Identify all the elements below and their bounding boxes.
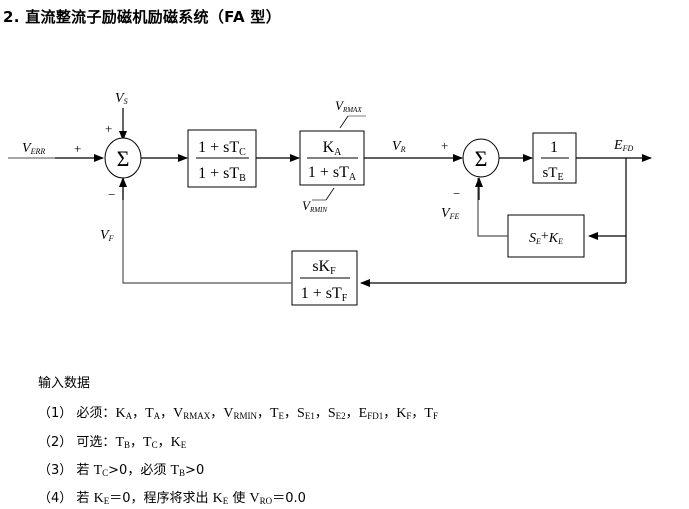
vr-label: VR bbox=[392, 139, 406, 154]
note-item-4: （4） 若 KE＝0，程序将求出 KE 使 VRO＝0.0 bbox=[38, 491, 306, 506]
rate-feedback-numerator: sKF bbox=[312, 258, 336, 277]
saturation-expression: SE+KE bbox=[529, 229, 563, 246]
param-vrmax: VRMAX bbox=[173, 406, 211, 421]
vrmin-limit-line bbox=[325, 187, 335, 201]
optional-params: TB，TC，KE bbox=[115, 435, 186, 450]
param-tc: TC bbox=[143, 435, 158, 450]
separator: ， bbox=[132, 406, 146, 421]
param-se2: SE2 bbox=[327, 406, 346, 421]
separator: ， bbox=[256, 406, 270, 421]
param-se1: SE1 bbox=[297, 406, 315, 421]
verr-label: VERR bbox=[22, 141, 45, 156]
sum1-top-sign: + bbox=[105, 121, 112, 136]
note-item-3: （3） 若 TC>0，必须 TB>0 bbox=[38, 463, 205, 478]
block-diagram: VERR + VS + Σ − 1 + sTC 1 + sTB KA 1 + s… bbox=[8, 91, 652, 306]
separator: ， bbox=[210, 406, 224, 421]
param-ta: TA bbox=[145, 406, 161, 421]
amplifier-denominator: 1 + sTA bbox=[308, 164, 357, 183]
param-te: TE bbox=[269, 406, 285, 421]
separator: ， bbox=[314, 406, 328, 421]
separator: ， bbox=[157, 435, 171, 450]
separator: ， bbox=[345, 406, 359, 421]
separator: ， bbox=[130, 435, 144, 450]
exciter-numerator: 1 bbox=[550, 139, 558, 156]
notes-heading: 输入数据 bbox=[38, 376, 91, 391]
param-tf: TF bbox=[424, 406, 438, 421]
lead-lag-denominator: 1 + sTB bbox=[198, 165, 246, 184]
vf-label: VF bbox=[100, 228, 114, 243]
exciter-denominator: sTE bbox=[542, 165, 563, 183]
sum1-bottom-sign: − bbox=[108, 187, 115, 202]
lead-lag-numerator: 1 + sTC bbox=[198, 139, 246, 158]
amplifier-numerator: KA bbox=[323, 139, 343, 158]
sum1-symbol: Σ bbox=[117, 146, 130, 171]
rate-feedback-denominator: 1 + sTF bbox=[301, 285, 348, 304]
vrmin-label: VRMIN bbox=[302, 198, 327, 214]
vfe-label: VFE bbox=[441, 206, 459, 221]
efd-label: EFD bbox=[613, 138, 633, 153]
sum2-bottom-sign: − bbox=[453, 186, 460, 201]
vs-label: VS bbox=[115, 91, 128, 106]
separator: ， bbox=[160, 406, 174, 421]
sum2-symbol: Σ bbox=[475, 146, 488, 171]
separator: ， bbox=[411, 406, 425, 421]
param-efd1: EFD1 bbox=[358, 406, 384, 421]
required-params: KA，TA，VRMAX，VRMIN，TE，SE1，SE2，EFD1，KF，TF bbox=[115, 406, 438, 421]
vrmax-limit-line bbox=[339, 115, 349, 129]
param-ke: KE bbox=[170, 435, 187, 450]
param-tb: TB bbox=[115, 435, 131, 450]
param-vrmin: VRMIN bbox=[223, 406, 257, 421]
separator: ， bbox=[383, 406, 397, 421]
sum1-left-sign: + bbox=[74, 141, 81, 156]
vrmax-label: VRMAX bbox=[335, 98, 362, 114]
page-title: 2. 直流整流子励磁机励磁系统（FA 型） bbox=[3, 8, 282, 26]
sum2-left-sign: + bbox=[441, 138, 448, 153]
line-saturation-to-sum2 bbox=[477, 178, 508, 237]
line-vf-feedback bbox=[122, 178, 292, 284]
note-item-1: （1） 必须：KA，TA，VRMAX，VRMIN，TE，SE1，SE2，EFD1… bbox=[38, 406, 438, 421]
note-item-2: （2） 可选：TB，TC，KE bbox=[38, 435, 187, 450]
param-ka: KA bbox=[115, 406, 133, 421]
separator: ， bbox=[284, 406, 298, 421]
param-kf: KF bbox=[396, 406, 412, 421]
